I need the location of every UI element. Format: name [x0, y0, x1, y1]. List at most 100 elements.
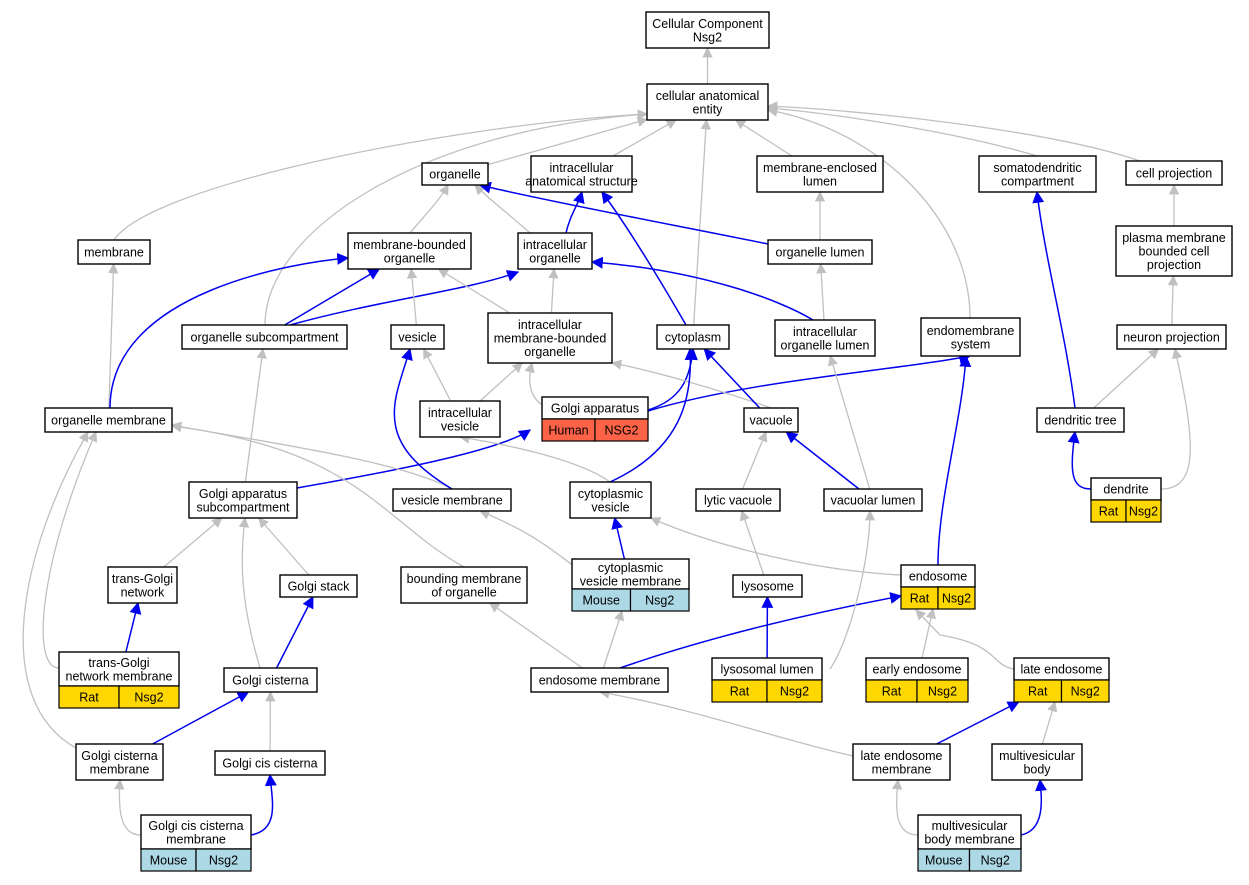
edge-gas-to-osub	[244, 347, 267, 483]
node-box	[852, 743, 951, 781]
edge-vmem-to-vesicle	[393, 347, 453, 490]
edge-lytic-to-vacuole	[741, 431, 768, 490]
annotation-label: Mouse	[582, 594, 620, 608]
node-vlumen[interactable]: vacuolar lumen	[823, 488, 923, 512]
node-label: trans-Golgi	[112, 572, 173, 586]
node-box	[107, 566, 178, 604]
node-box	[400, 566, 528, 604]
node-label: endosome membrane	[539, 674, 661, 688]
node-label: Golgi apparatus	[551, 402, 639, 416]
annotation-cell	[195, 848, 252, 872]
node-box	[390, 324, 445, 350]
node-neuronproj[interactable]: neuron projection	[1116, 324, 1227, 350]
edge-gcisterna-to-gstack	[275, 595, 314, 669]
node-box	[978, 155, 1097, 193]
annotation-cell	[629, 588, 690, 612]
node-label: vacuolar lumen	[831, 494, 916, 508]
edge-llumen-to-vlumen	[829, 509, 876, 670]
node-box	[419, 400, 501, 438]
edge-osub-to-cae	[264, 109, 649, 326]
node-organelle[interactable]: organelle	[421, 162, 489, 186]
node-label: system	[951, 337, 991, 351]
node-olumen[interactable]: organelle lumen	[767, 239, 873, 265]
node-box	[530, 667, 669, 693]
edge-mvbm-to-lem	[891, 778, 919, 836]
node-vesicle[interactable]: vesicle	[390, 324, 445, 350]
node-label: late endosome	[1020, 663, 1102, 677]
node-gcis[interactable]: Golgi cis cisterna	[214, 750, 326, 776]
node-box	[756, 155, 884, 193]
node-label: body	[1023, 762, 1051, 776]
edge-layer	[22, 46, 1191, 836]
node-omem[interactable]: organelle membrane	[44, 407, 173, 433]
edge-ems-to-cae	[766, 106, 971, 319]
node-osub[interactable]: organelle subcompartment	[181, 324, 348, 350]
node-box	[517, 232, 593, 270]
node-label: Nsg2	[693, 30, 722, 44]
edge-sdc-to-cae	[766, 103, 1038, 157]
node-cellproj[interactable]: cell projection	[1125, 160, 1223, 186]
node-label: endomembrane	[927, 324, 1015, 338]
node-cytoplasm[interactable]: cytoplasm	[656, 324, 730, 350]
node-box	[646, 83, 769, 121]
node-label: vesicle membrane	[580, 574, 681, 588]
annotation-cell	[766, 679, 823, 703]
edge-vacuole-to-imbo	[610, 359, 772, 409]
node-lytic[interactable]: lytic vacuole	[695, 488, 781, 512]
edge-gcm-to-gcisterna	[152, 691, 250, 745]
node-label: organelle	[429, 168, 480, 182]
node-emem[interactable]: endosome membrane	[530, 667, 669, 693]
node-gcisterna[interactable]: Golgi cisterna	[223, 667, 318, 693]
node-dtree[interactable]: dendritic tree	[1036, 407, 1125, 433]
node-label: vacuole	[749, 414, 792, 428]
node-lysosome[interactable]: lysosome	[732, 574, 803, 598]
node-label: organelle	[529, 251, 580, 265]
node-vmem[interactable]: vesicle membrane	[392, 488, 512, 512]
edge-gcisterna-to-gas	[238, 516, 261, 669]
node-label: cellular anatomical	[656, 89, 760, 103]
node-vacuole[interactable]: vacuole	[743, 407, 799, 433]
edge-bmo-to-omem	[170, 422, 465, 568]
edge-gccm-to-gcm	[114, 778, 142, 836]
edge-eendo-to-endosome	[921, 607, 937, 659]
node-membrane[interactable]: membrane	[77, 239, 151, 265]
node-label: membrane-enclosed	[763, 161, 877, 175]
annotation-label: Nsg2	[134, 691, 163, 705]
node-box	[917, 814, 1022, 850]
node-gstack[interactable]: Golgi stack	[279, 574, 358, 598]
node-box	[188, 481, 298, 519]
edge-olumen-to-organelle	[478, 181, 769, 245]
node-label: Golgi apparatus	[199, 487, 287, 501]
node-box	[645, 11, 770, 49]
